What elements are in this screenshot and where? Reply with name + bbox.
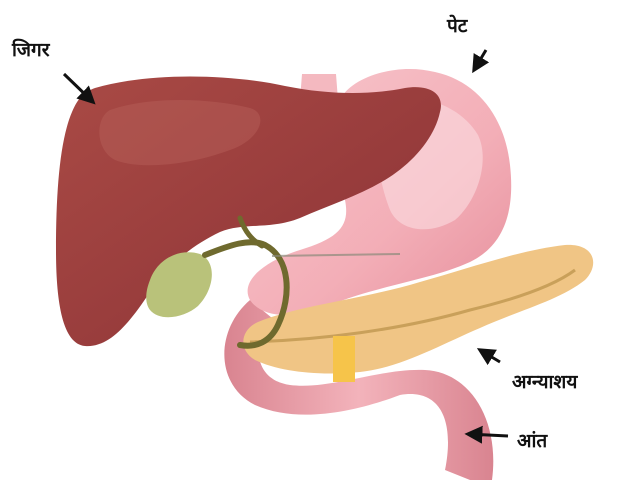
liver-label: जिगर xyxy=(12,36,50,62)
stomach-arrow xyxy=(474,50,486,70)
pancreas-arrow xyxy=(480,350,500,362)
intestine-label: आंत xyxy=(517,427,547,453)
pancreas-head-highlight xyxy=(333,336,355,382)
stomach-label: पेट xyxy=(447,12,467,38)
intestine-arrow xyxy=(468,434,508,436)
liver-arrow xyxy=(64,74,93,102)
pancreas-label: अग्न्याशय xyxy=(512,368,577,394)
